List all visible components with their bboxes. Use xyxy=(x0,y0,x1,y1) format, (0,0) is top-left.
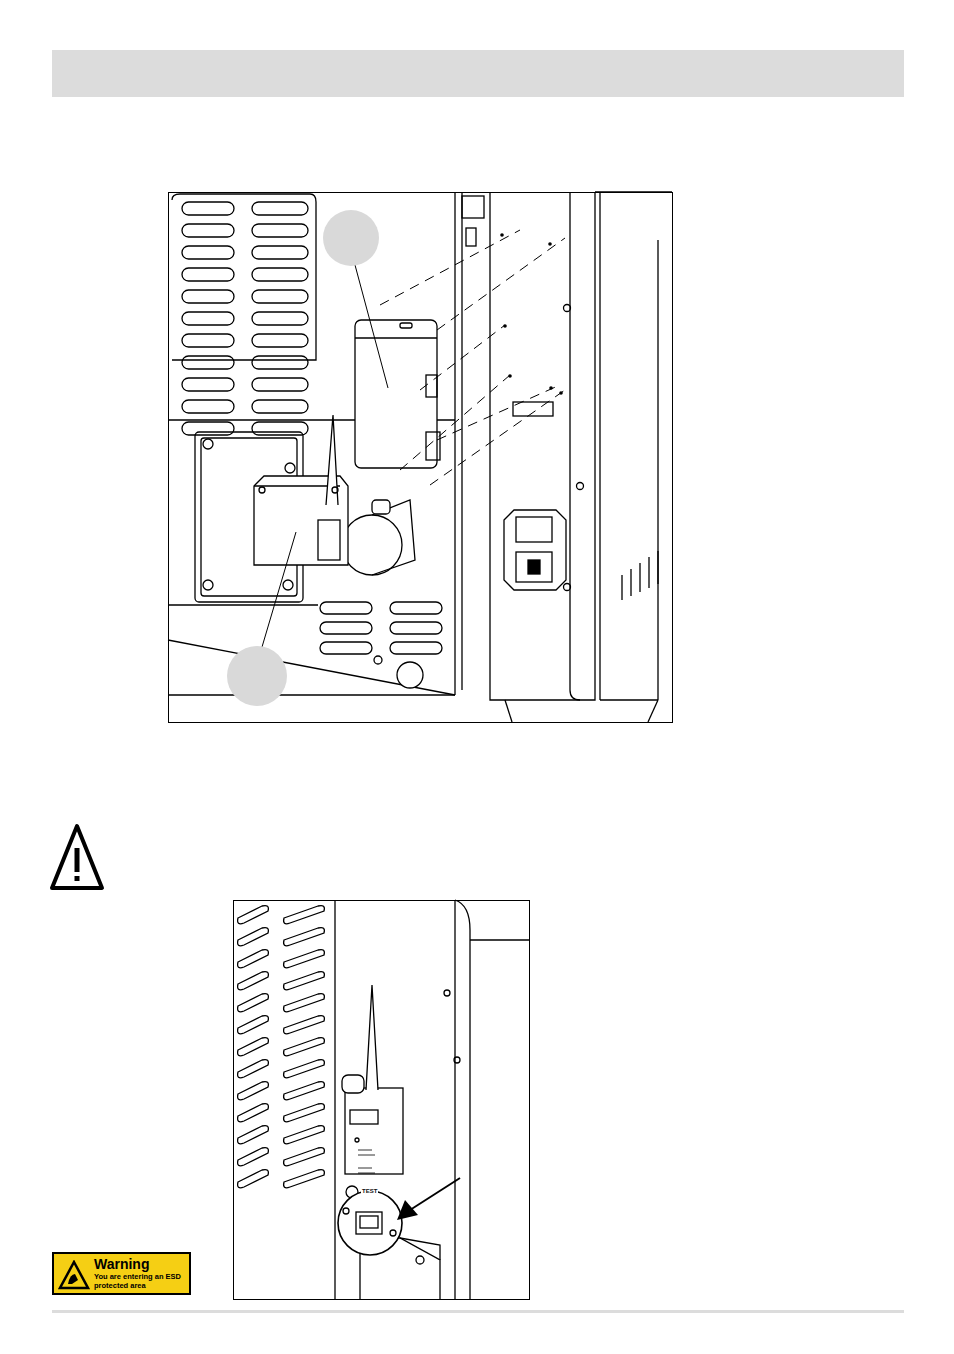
leader-line xyxy=(262,532,296,647)
vent-slot xyxy=(238,994,269,1012)
vent-slot xyxy=(238,1148,269,1166)
assembly-lines xyxy=(380,230,565,485)
vent-slot xyxy=(284,1148,325,1166)
vent-slot xyxy=(182,356,234,369)
warning-heading: Warning xyxy=(94,1257,186,1272)
vent-slot xyxy=(320,622,372,634)
vent-slot xyxy=(182,224,234,237)
vent-line xyxy=(630,569,631,596)
button-label: TEST xyxy=(361,1188,378,1194)
vent-slot xyxy=(182,400,234,413)
vent-slot xyxy=(252,268,308,281)
vent-slot xyxy=(284,994,325,1012)
vent-slot xyxy=(252,202,308,215)
vent-slot xyxy=(238,1082,269,1100)
vent-slot xyxy=(238,1170,269,1188)
vent-slot xyxy=(238,1104,269,1122)
esd-symbol xyxy=(58,1260,90,1290)
vent-slot xyxy=(182,422,234,435)
esd-triangle xyxy=(60,1262,88,1288)
vent-slot xyxy=(252,334,308,347)
vent-line xyxy=(621,575,622,600)
footer-line xyxy=(52,1310,904,1313)
callout-circle xyxy=(227,646,287,706)
vent-slot xyxy=(252,422,308,435)
vent-slot xyxy=(284,1060,325,1078)
vent-slot xyxy=(182,312,234,325)
vent-slot xyxy=(238,928,269,946)
vent-line xyxy=(639,563,640,592)
esd-warning-sticker: WarningYou are entering an ESD protected… xyxy=(52,1252,191,1295)
callout-circle xyxy=(323,210,379,266)
vent-slot xyxy=(182,378,234,391)
vent-slot xyxy=(284,1016,325,1034)
vent-line xyxy=(657,551,658,584)
vent-slot xyxy=(284,1170,325,1188)
vent-slot xyxy=(252,312,308,325)
warning-body: You are entering an ESD protected area xyxy=(94,1272,186,1290)
vent-slot xyxy=(252,378,308,391)
vent-slot xyxy=(390,642,442,654)
vent-slot xyxy=(284,1038,325,1056)
vent-slot xyxy=(252,400,308,413)
esd-hand xyxy=(68,1274,78,1284)
leader-line xyxy=(355,265,388,388)
figure-frame xyxy=(234,901,530,1300)
vent-slot xyxy=(182,268,234,281)
vent-slot xyxy=(238,1038,269,1056)
vent-slot xyxy=(238,1126,269,1144)
vent-slot xyxy=(182,334,234,347)
vent-slot xyxy=(252,290,308,303)
heater-rear-view xyxy=(168,192,672,722)
vent-slot xyxy=(284,906,325,924)
vent-slot xyxy=(284,950,325,968)
vent-slot xyxy=(284,1082,325,1100)
vent-slot xyxy=(390,602,442,614)
vent-slot xyxy=(182,202,234,215)
warning-icon xyxy=(52,826,102,888)
vent-slot xyxy=(284,928,325,946)
vent-slot xyxy=(238,1016,269,1034)
vent-slot xyxy=(182,246,234,259)
header-bar xyxy=(52,50,904,97)
vent-slot xyxy=(252,224,308,237)
vent-slot xyxy=(182,290,234,303)
vent-slot xyxy=(238,972,269,990)
pointer-arrow xyxy=(397,1178,460,1220)
vent-slot xyxy=(320,642,372,654)
vent-slot xyxy=(238,950,269,968)
heater-side-detail xyxy=(238,900,529,1299)
vent-slot xyxy=(252,246,308,259)
vent-slot xyxy=(252,356,308,369)
vent-slot xyxy=(238,1060,269,1078)
screw-holes xyxy=(500,233,563,395)
vent-slot xyxy=(284,972,325,990)
figure-frame xyxy=(169,193,673,723)
vent-line xyxy=(648,557,649,588)
vent-slot xyxy=(390,622,442,634)
vent-slot xyxy=(238,906,269,924)
vent-slot xyxy=(284,1126,325,1144)
vent-slot xyxy=(320,602,372,614)
vent-slot xyxy=(284,1104,325,1122)
